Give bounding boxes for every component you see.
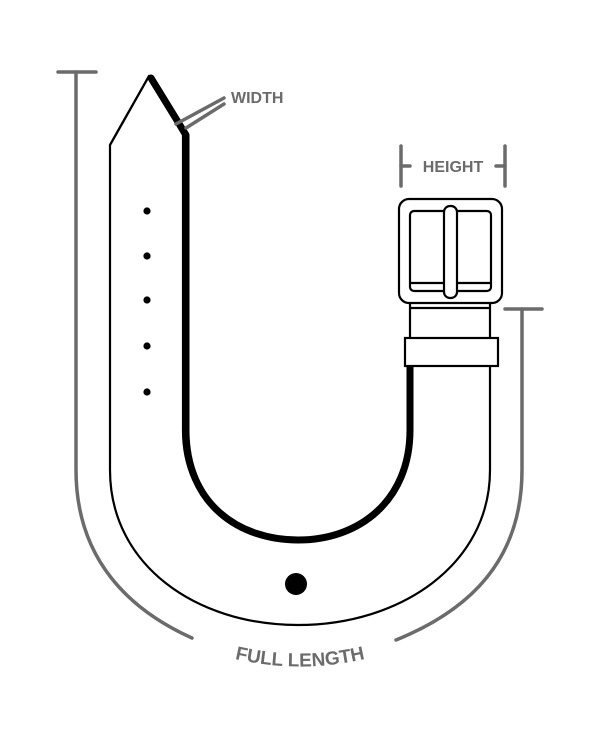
height-label: HEIGHT bbox=[423, 159, 484, 176]
full-length-line-right bbox=[394, 307, 524, 642]
full-length-label: FULL LENGTH bbox=[234, 643, 367, 671]
width-dimension: WIDTH bbox=[174, 90, 283, 130]
buckle-prong bbox=[442, 204, 459, 300]
belt-strap bbox=[108, 74, 492, 627]
full-length-line-left bbox=[74, 70, 194, 640]
belt-rivet bbox=[285, 573, 307, 595]
belt-hole bbox=[143, 296, 151, 304]
belt-hole bbox=[143, 252, 151, 260]
belt-hole bbox=[143, 388, 151, 396]
belt-hole bbox=[143, 342, 151, 350]
belt-strap-tip bbox=[108, 74, 151, 147]
belt-holes bbox=[143, 207, 307, 595]
belt-strap-edge bbox=[147, 74, 414, 544]
height-dimension: HEIGHT bbox=[399, 144, 507, 188]
width-label: WIDTH bbox=[231, 90, 283, 107]
width-pointer-line-2 bbox=[184, 102, 226, 130]
full-length-label-text: FULL LENGTH bbox=[234, 643, 367, 671]
buckle-keeper-loop bbox=[403, 336, 500, 368]
width-pointer-line bbox=[174, 96, 226, 126]
belt-buckle bbox=[397, 197, 504, 368]
belt-hole bbox=[143, 207, 151, 215]
